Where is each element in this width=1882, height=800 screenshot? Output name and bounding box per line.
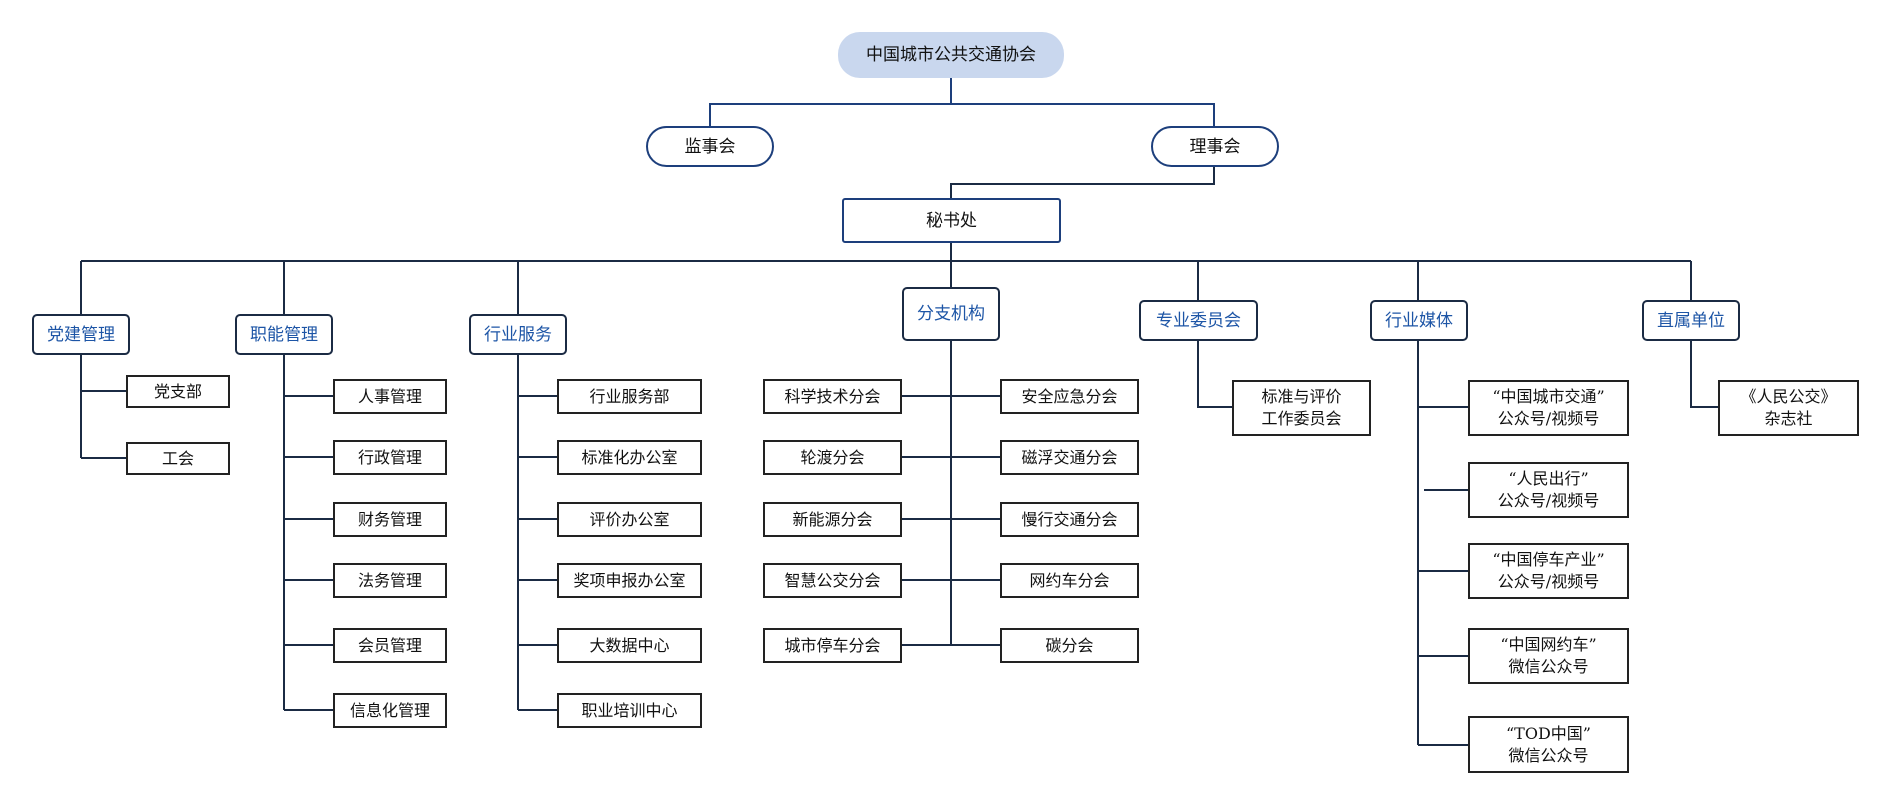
branch-item: 慢行交通分会 [1000, 502, 1139, 537]
industry-service-item: 职业培训中心 [557, 693, 702, 728]
media-item-line: 公众号/视频号 [1497, 409, 1600, 428]
media-item: “中国网约车” 微信公众号 [1468, 628, 1629, 684]
category-party: 党建管理 [32, 314, 130, 355]
functional-item: 会员管理 [333, 628, 447, 663]
branch-item: 城市停车分会 [763, 628, 902, 663]
functional-item: 人事管理 [333, 379, 447, 414]
functional-item: 财务管理 [333, 502, 447, 537]
functional-item: 信息化管理 [333, 693, 447, 728]
committee-item-line: 工作委员会 [1261, 409, 1342, 428]
category-functional: 职能管理 [235, 314, 333, 355]
party-item: 工会 [126, 442, 230, 475]
media-item-line: 微信公众号 [1508, 657, 1589, 676]
industry-service-item: 奖项申报办公室 [557, 563, 702, 598]
category-branches: 分支机构 [902, 287, 1000, 341]
party-item: 党支部 [126, 375, 230, 408]
supervisory-board-node: 监事会 [646, 126, 774, 167]
branch-item: 科学技术分会 [763, 379, 902, 414]
council-node: 理事会 [1151, 126, 1279, 167]
category-industry-service: 行业服务 [469, 314, 567, 355]
branch-item: 磁浮交通分会 [1000, 440, 1139, 475]
secretariat-node: 秘书处 [842, 198, 1061, 243]
functional-item: 法务管理 [333, 563, 447, 598]
category-committees: 专业委员会 [1139, 300, 1258, 341]
media-item: “TOD中国” 微信公众号 [1468, 716, 1629, 773]
branch-item: 轮渡分会 [763, 440, 902, 475]
root-node: 中国城市公共交通协会 [838, 32, 1064, 78]
committee-item-line: 标准与评价 [1261, 387, 1342, 406]
affiliated-item: 《人民公交》 杂志社 [1718, 380, 1859, 436]
branch-item: 安全应急分会 [1000, 379, 1139, 414]
industry-service-item: 大数据中心 [557, 628, 702, 663]
branch-item: 智慧公交分会 [763, 563, 902, 598]
category-affiliated: 直属单位 [1642, 300, 1740, 341]
category-media: 行业媒体 [1370, 300, 1468, 341]
media-item-line: 微信公众号 [1508, 745, 1589, 765]
branch-item: 碳分会 [1000, 628, 1139, 663]
branch-item: 新能源分会 [763, 502, 902, 537]
affiliated-item-line: 杂志社 [1764, 409, 1813, 428]
media-item-line: “人民出行” [1508, 469, 1589, 488]
media-item-line: 公众号/视频号 [1497, 491, 1600, 510]
committee-item: 标准与评价 工作委员会 [1232, 380, 1371, 436]
industry-service-item: 标准化办公室 [557, 440, 702, 475]
branch-item: 网约车分会 [1000, 563, 1139, 598]
media-item-line: “中国网约车” [1500, 635, 1597, 654]
media-item-line: 公众号/视频号 [1497, 572, 1600, 591]
industry-service-item: 行业服务部 [557, 379, 702, 414]
media-item-line: “中国城市交通” [1492, 387, 1605, 406]
media-item: “人民出行” 公众号/视频号 [1468, 462, 1629, 518]
media-item: “中国城市交通” 公众号/视频号 [1468, 380, 1629, 436]
functional-item: 行政管理 [333, 440, 447, 475]
media-item-line: “中国停车产业” [1492, 550, 1605, 569]
media-item-line: “TOD中国” [1506, 723, 1591, 743]
affiliated-item-line: 《人民公交》 [1740, 387, 1837, 406]
media-item: “中国停车产业” 公众号/视频号 [1468, 543, 1629, 599]
industry-service-item: 评价办公室 [557, 502, 702, 537]
